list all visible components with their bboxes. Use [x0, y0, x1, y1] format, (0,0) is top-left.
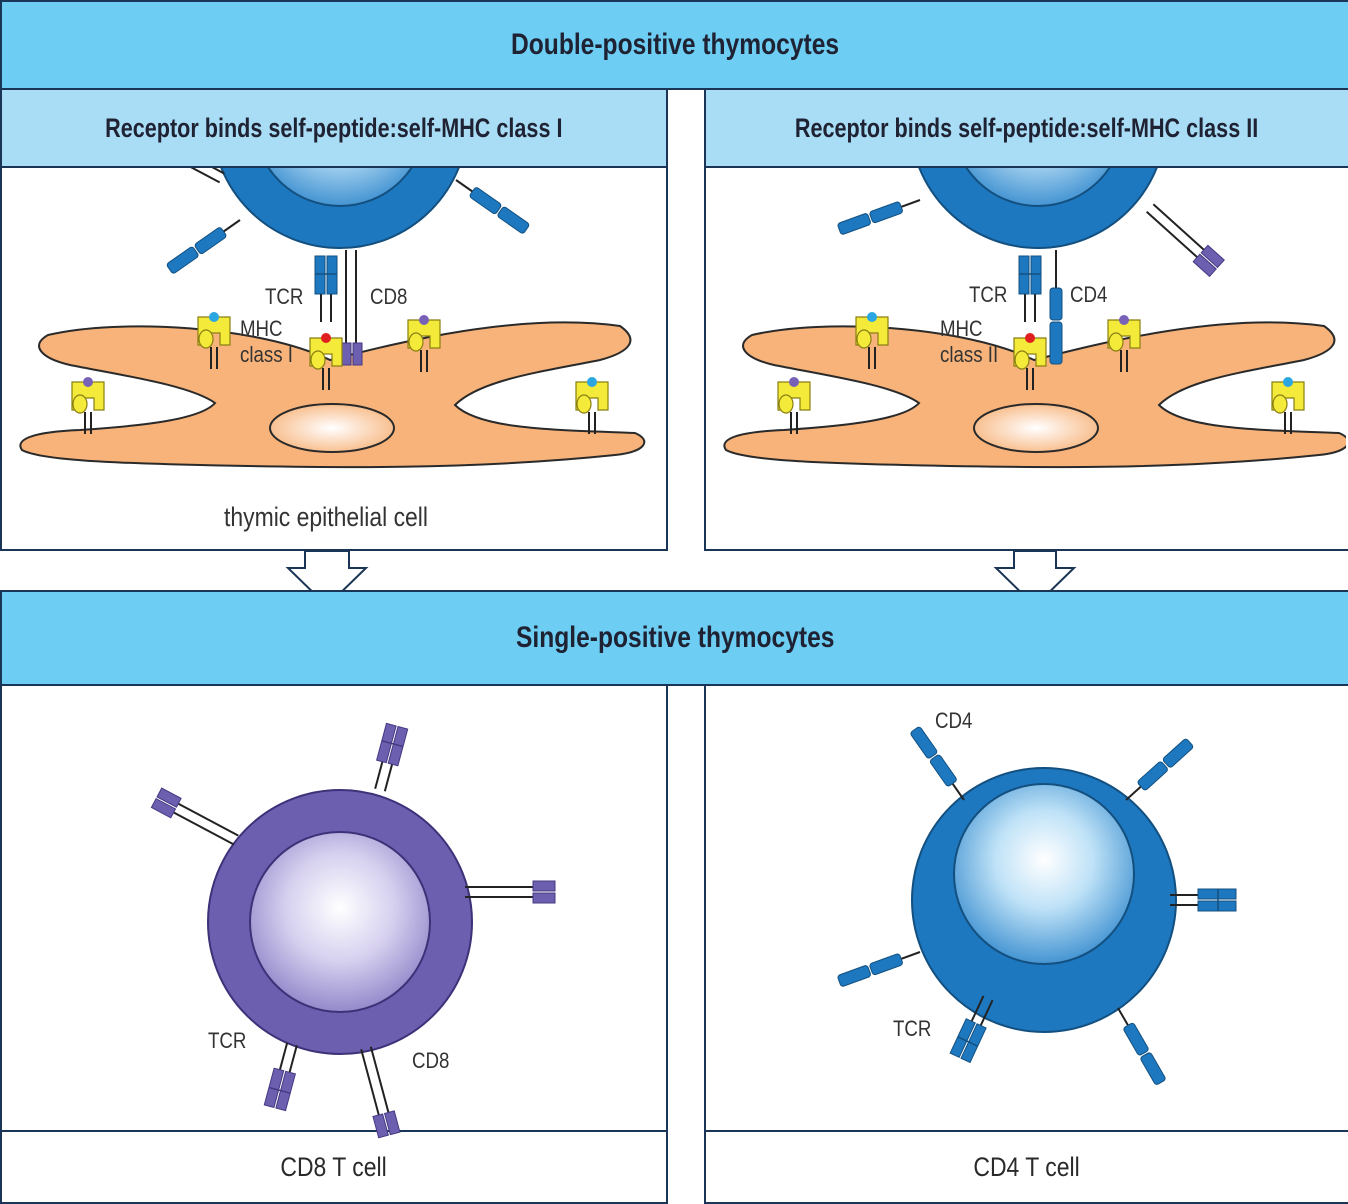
- mhc-label-ur: MHC: [940, 318, 983, 342]
- cd8-t-cell: [150, 722, 556, 1139]
- double-positive-thymocyte: [220, 168, 460, 249]
- cd8-cell-caption: CD8 T cell: [0, 1132, 668, 1202]
- double-positive-thymocyte-2: [918, 168, 1158, 249]
- tcr-label-cd8-cell: TCR: [208, 1030, 246, 1054]
- class-i-subheading-text: Receptor binds self-peptide:self-MHC cla…: [105, 112, 563, 143]
- single-positive-banner: Single-positive thymocytes: [0, 590, 1348, 686]
- single-positive-title: Single-positive thymocytes: [515, 621, 835, 654]
- class-ii-label: class II: [940, 344, 998, 368]
- cd4-t-cell: [836, 725, 1237, 1087]
- double-positive-banner: Double-positive thymocytes: [0, 0, 1348, 90]
- epithelial-label: thymic epithelial cell: [224, 502, 428, 532]
- thymic-epithelial-cell-2: [723, 321, 1346, 469]
- cd4-label-cd4-cell: CD4: [935, 710, 972, 734]
- class-i-label: class I: [240, 344, 293, 368]
- double-positive-title: Double-positive thymocytes: [510, 28, 840, 61]
- tcr-label-ul: TCR: [265, 286, 303, 310]
- cd8-cell-caption-text: CD8 T cell: [280, 1151, 388, 1182]
- cd4-cell-caption: CD4 T cell: [704, 1132, 1348, 1202]
- arrow-right-down: [993, 550, 1077, 608]
- class-i-subheading: Receptor binds self-peptide:self-MHC cla…: [0, 88, 668, 168]
- tcr-label-cd4-cell: TCR: [893, 1018, 931, 1042]
- class-ii-subheading-text: Receptor binds self-peptide:self-MHC cla…: [795, 112, 1259, 143]
- mhc-label-ul: MHC: [240, 318, 283, 342]
- arrow-left-down: [285, 550, 369, 608]
- double-positive-class-i-scene: [19, 168, 646, 469]
- cd4-label-ur: CD4: [1070, 284, 1107, 308]
- cd4-cell-caption-text: CD4 T cell: [973, 1151, 1081, 1182]
- tcr-label-ur: TCR: [969, 284, 1007, 308]
- cd8-label-cd8-cell: CD8: [412, 1050, 449, 1074]
- double-positive-class-ii-scene: [723, 168, 1346, 469]
- thymic-epithelial-cell: [19, 321, 646, 469]
- cd8-label-ul: CD8: [370, 286, 407, 310]
- class-ii-subheading: Receptor binds self-peptide:self-MHC cla…: [704, 88, 1348, 168]
